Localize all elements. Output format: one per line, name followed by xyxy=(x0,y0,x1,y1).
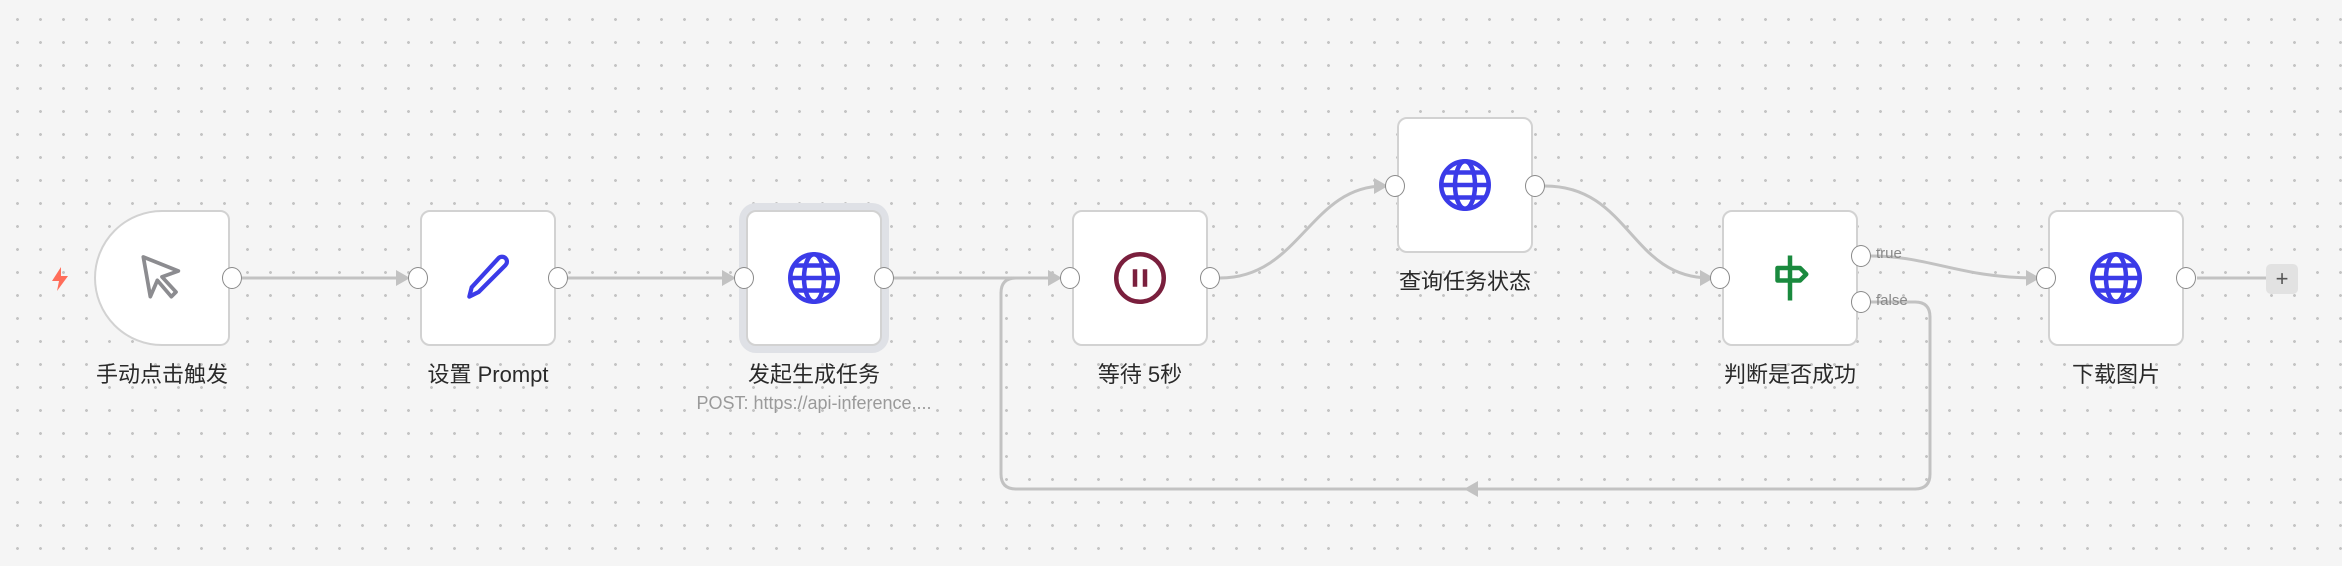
node-label: 查询任务状态 xyxy=(1398,269,1531,294)
input-handle[interactable] xyxy=(1060,267,1080,289)
output-handle[interactable] xyxy=(2176,267,2196,289)
node-label: 设置 Prompt xyxy=(427,362,549,387)
globe-icon xyxy=(788,252,840,304)
output-handle[interactable] xyxy=(1525,175,1545,197)
input-handle[interactable] xyxy=(734,267,754,289)
output-handle-false[interactable] xyxy=(1851,291,1871,313)
output-handle[interactable] xyxy=(222,267,242,289)
pause-icon xyxy=(1114,252,1166,304)
output-handle[interactable] xyxy=(874,267,894,289)
node-manual-trigger[interactable] xyxy=(94,210,230,346)
add-node-button[interactable]: + xyxy=(2266,264,2298,294)
input-handle[interactable] xyxy=(1385,175,1405,197)
output-handle[interactable] xyxy=(548,267,568,289)
output-label-true: true xyxy=(1876,245,1902,262)
signpost-icon xyxy=(1775,255,1809,301)
edge-query-if xyxy=(1544,184,1711,280)
output-label-false: false xyxy=(1876,292,1908,309)
edge-wait-query xyxy=(1219,184,1385,280)
node-query-status[interactable] xyxy=(1397,117,1533,253)
node-label: 判断是否成功 xyxy=(1723,362,1856,387)
edge-if-true-download xyxy=(1870,254,2037,280)
globe-icon xyxy=(2090,252,2142,304)
node-label: 发起生成任务 xyxy=(747,362,880,387)
node-label: 下载图片 xyxy=(2071,362,2160,387)
lightning-icon xyxy=(52,267,68,291)
node-label: 手动点击触发 xyxy=(95,362,228,387)
node-wait[interactable] xyxy=(1072,210,1208,346)
input-handle[interactable] xyxy=(2036,267,2056,289)
input-handle[interactable] xyxy=(1710,267,1730,289)
cursor-icon xyxy=(141,255,181,299)
node-subtitle: POST: https://api-inference.... xyxy=(696,393,932,413)
node-start-generation[interactable] xyxy=(746,210,882,346)
node-label: 等待 5秒 xyxy=(1097,362,1183,387)
output-handle-true[interactable] xyxy=(1851,245,1871,267)
node-set-prompt[interactable] xyxy=(420,210,556,346)
input-handle[interactable] xyxy=(408,267,428,289)
node-if-success[interactable] xyxy=(1722,210,1858,346)
node-download-image[interactable] xyxy=(2048,210,2184,346)
output-handle[interactable] xyxy=(1200,267,1220,289)
pencil-icon xyxy=(467,254,510,299)
globe-icon xyxy=(1439,159,1491,211)
